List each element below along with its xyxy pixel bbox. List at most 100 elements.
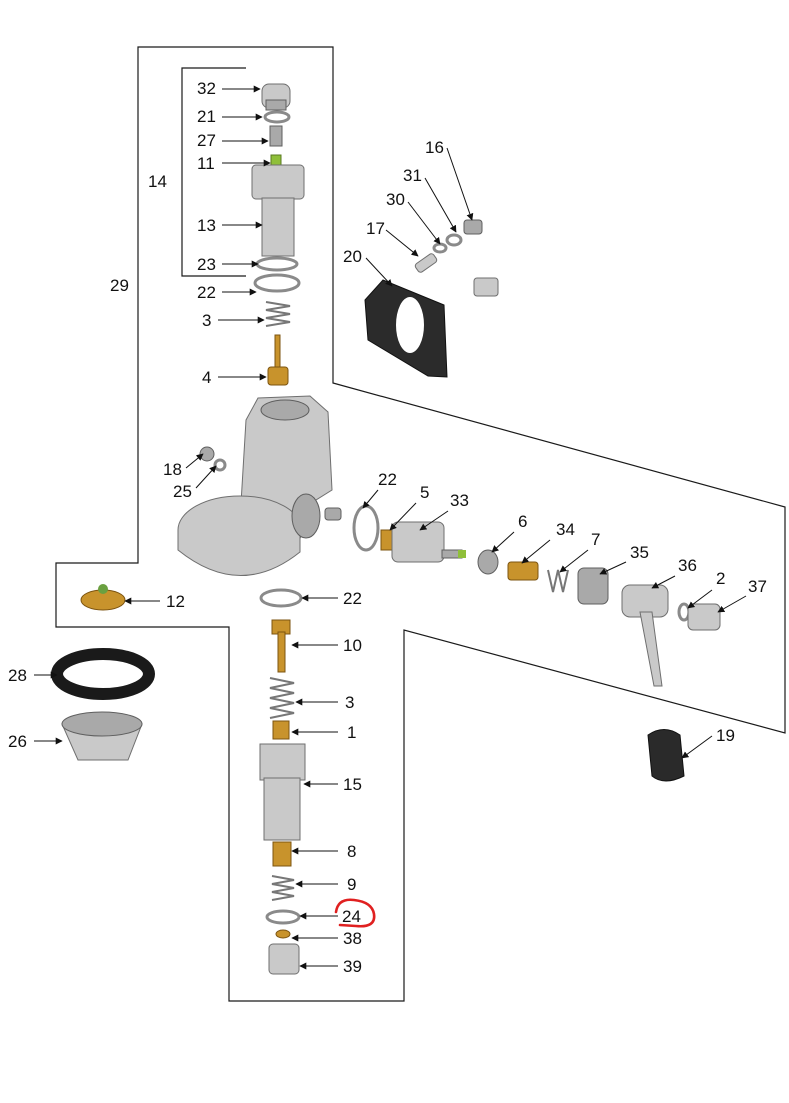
part-label-16: 16 bbox=[425, 138, 444, 157]
part-35-shape bbox=[577, 567, 609, 605]
part-15-shape bbox=[259, 743, 306, 841]
part-7-shape bbox=[547, 569, 569, 593]
leader-line-33 bbox=[419, 510, 449, 531]
part-22c-shape bbox=[352, 504, 380, 552]
part-37-shape bbox=[687, 603, 721, 631]
part-label-9: 9 bbox=[347, 875, 356, 894]
part-label-28: 28 bbox=[8, 666, 27, 685]
part-label-20: 20 bbox=[343, 247, 362, 266]
leader-line-16 bbox=[446, 147, 474, 221]
part-label-5: 5 bbox=[420, 483, 429, 502]
leader-line-25 bbox=[195, 465, 217, 489]
part-30-shape bbox=[432, 242, 448, 254]
part-label-24: 24 bbox=[342, 907, 361, 926]
part-22a-shape bbox=[253, 273, 301, 293]
part-10-shape bbox=[271, 619, 291, 673]
part-28-shape bbox=[51, 648, 155, 700]
leader-line-34 bbox=[521, 539, 551, 564]
part-16-shape bbox=[463, 219, 483, 235]
part-label-15: 15 bbox=[343, 775, 362, 794]
part-label-27: 27 bbox=[197, 131, 216, 150]
part-label-32: 32 bbox=[197, 79, 216, 98]
part-1-shape bbox=[272, 720, 290, 740]
part-20-shape bbox=[364, 279, 448, 378]
part-label-39: 39 bbox=[343, 957, 362, 976]
part-label-33: 33 bbox=[450, 491, 469, 510]
part-label-19: 19 bbox=[716, 726, 735, 745]
part-label-34: 34 bbox=[556, 520, 575, 539]
part-4-shape bbox=[267, 334, 289, 386]
part-3b-shape bbox=[269, 677, 295, 719]
part-label-25: 25 bbox=[173, 482, 192, 501]
leader-line-5 bbox=[389, 502, 417, 531]
part-label-36: 36 bbox=[678, 556, 697, 575]
part-label-22c: 22 bbox=[378, 470, 397, 489]
part-label-22b: 22 bbox=[343, 589, 362, 608]
part-27-shape bbox=[269, 125, 283, 147]
part-3a-shape bbox=[265, 301, 291, 327]
part-label-7: 7 bbox=[591, 530, 600, 549]
fitting-shape bbox=[473, 277, 499, 297]
leader-line-36 bbox=[651, 575, 676, 589]
part-label-21: 21 bbox=[197, 107, 216, 126]
part-label-22a: 22 bbox=[197, 283, 216, 302]
part-label-4: 4 bbox=[202, 368, 211, 387]
part-19-shape bbox=[647, 729, 685, 782]
leader-line-30 bbox=[407, 201, 441, 245]
part-13-shape bbox=[251, 164, 305, 257]
part-36-shape bbox=[621, 584, 669, 687]
part-label-11: 11 bbox=[197, 154, 215, 173]
leader-line-2 bbox=[687, 589, 713, 609]
assembly-29-boundary bbox=[55, 46, 786, 1002]
part-label-35: 35 bbox=[630, 543, 649, 562]
part-34-shape bbox=[507, 561, 539, 581]
leader-line-18 bbox=[185, 453, 204, 469]
part-21-shape bbox=[263, 110, 291, 124]
part-label-31: 31 bbox=[403, 166, 422, 185]
part-label-12: 12 bbox=[166, 592, 185, 611]
main-body-shape bbox=[177, 395, 333, 576]
part-39-shape bbox=[268, 943, 300, 975]
leader-line-17 bbox=[385, 229, 419, 257]
part-label-8: 8 bbox=[347, 842, 356, 861]
part-label-30: 30 bbox=[386, 190, 405, 209]
part-5-shape bbox=[380, 529, 394, 551]
part-9-shape bbox=[271, 875, 295, 901]
leader-line-22c bbox=[362, 489, 379, 509]
part-38-shape bbox=[275, 929, 291, 939]
subassembly-14-bracket bbox=[181, 67, 246, 277]
part-33-shape bbox=[391, 521, 466, 563]
part-label-26: 26 bbox=[8, 732, 27, 751]
part-24-shape bbox=[265, 909, 301, 925]
part-22b-shape bbox=[259, 588, 303, 608]
part-label-38: 38 bbox=[343, 929, 362, 948]
part-23-shape bbox=[255, 256, 299, 272]
part-31-shape bbox=[445, 233, 463, 247]
part-label-6: 6 bbox=[518, 512, 527, 531]
highlight-mark bbox=[334, 898, 376, 928]
leader-line-19 bbox=[681, 735, 713, 759]
part-18-shape bbox=[199, 446, 215, 462]
leader-line-31 bbox=[424, 177, 457, 233]
leader-line-6 bbox=[491, 531, 515, 553]
part-label-10: 10 bbox=[343, 636, 362, 655]
part-25-shape bbox=[213, 458, 227, 472]
leader-line-35 bbox=[599, 561, 627, 575]
leader-line-7 bbox=[559, 549, 589, 573]
leader-line-37 bbox=[717, 595, 747, 613]
part-label-3b: 3 bbox=[345, 693, 354, 712]
part-26-shape bbox=[61, 711, 143, 761]
part-6-shape bbox=[477, 549, 499, 575]
part-label-1: 1 bbox=[347, 723, 356, 742]
part-label-13: 13 bbox=[197, 216, 216, 235]
bolt-shape bbox=[324, 507, 342, 521]
part-label-18: 18 bbox=[163, 460, 182, 479]
part-label-23: 23 bbox=[197, 255, 216, 274]
part-12-shape bbox=[80, 584, 126, 611]
part-8-shape bbox=[272, 841, 292, 867]
part-label-3a: 3 bbox=[202, 311, 211, 330]
part-label-14: 14 bbox=[148, 172, 167, 191]
